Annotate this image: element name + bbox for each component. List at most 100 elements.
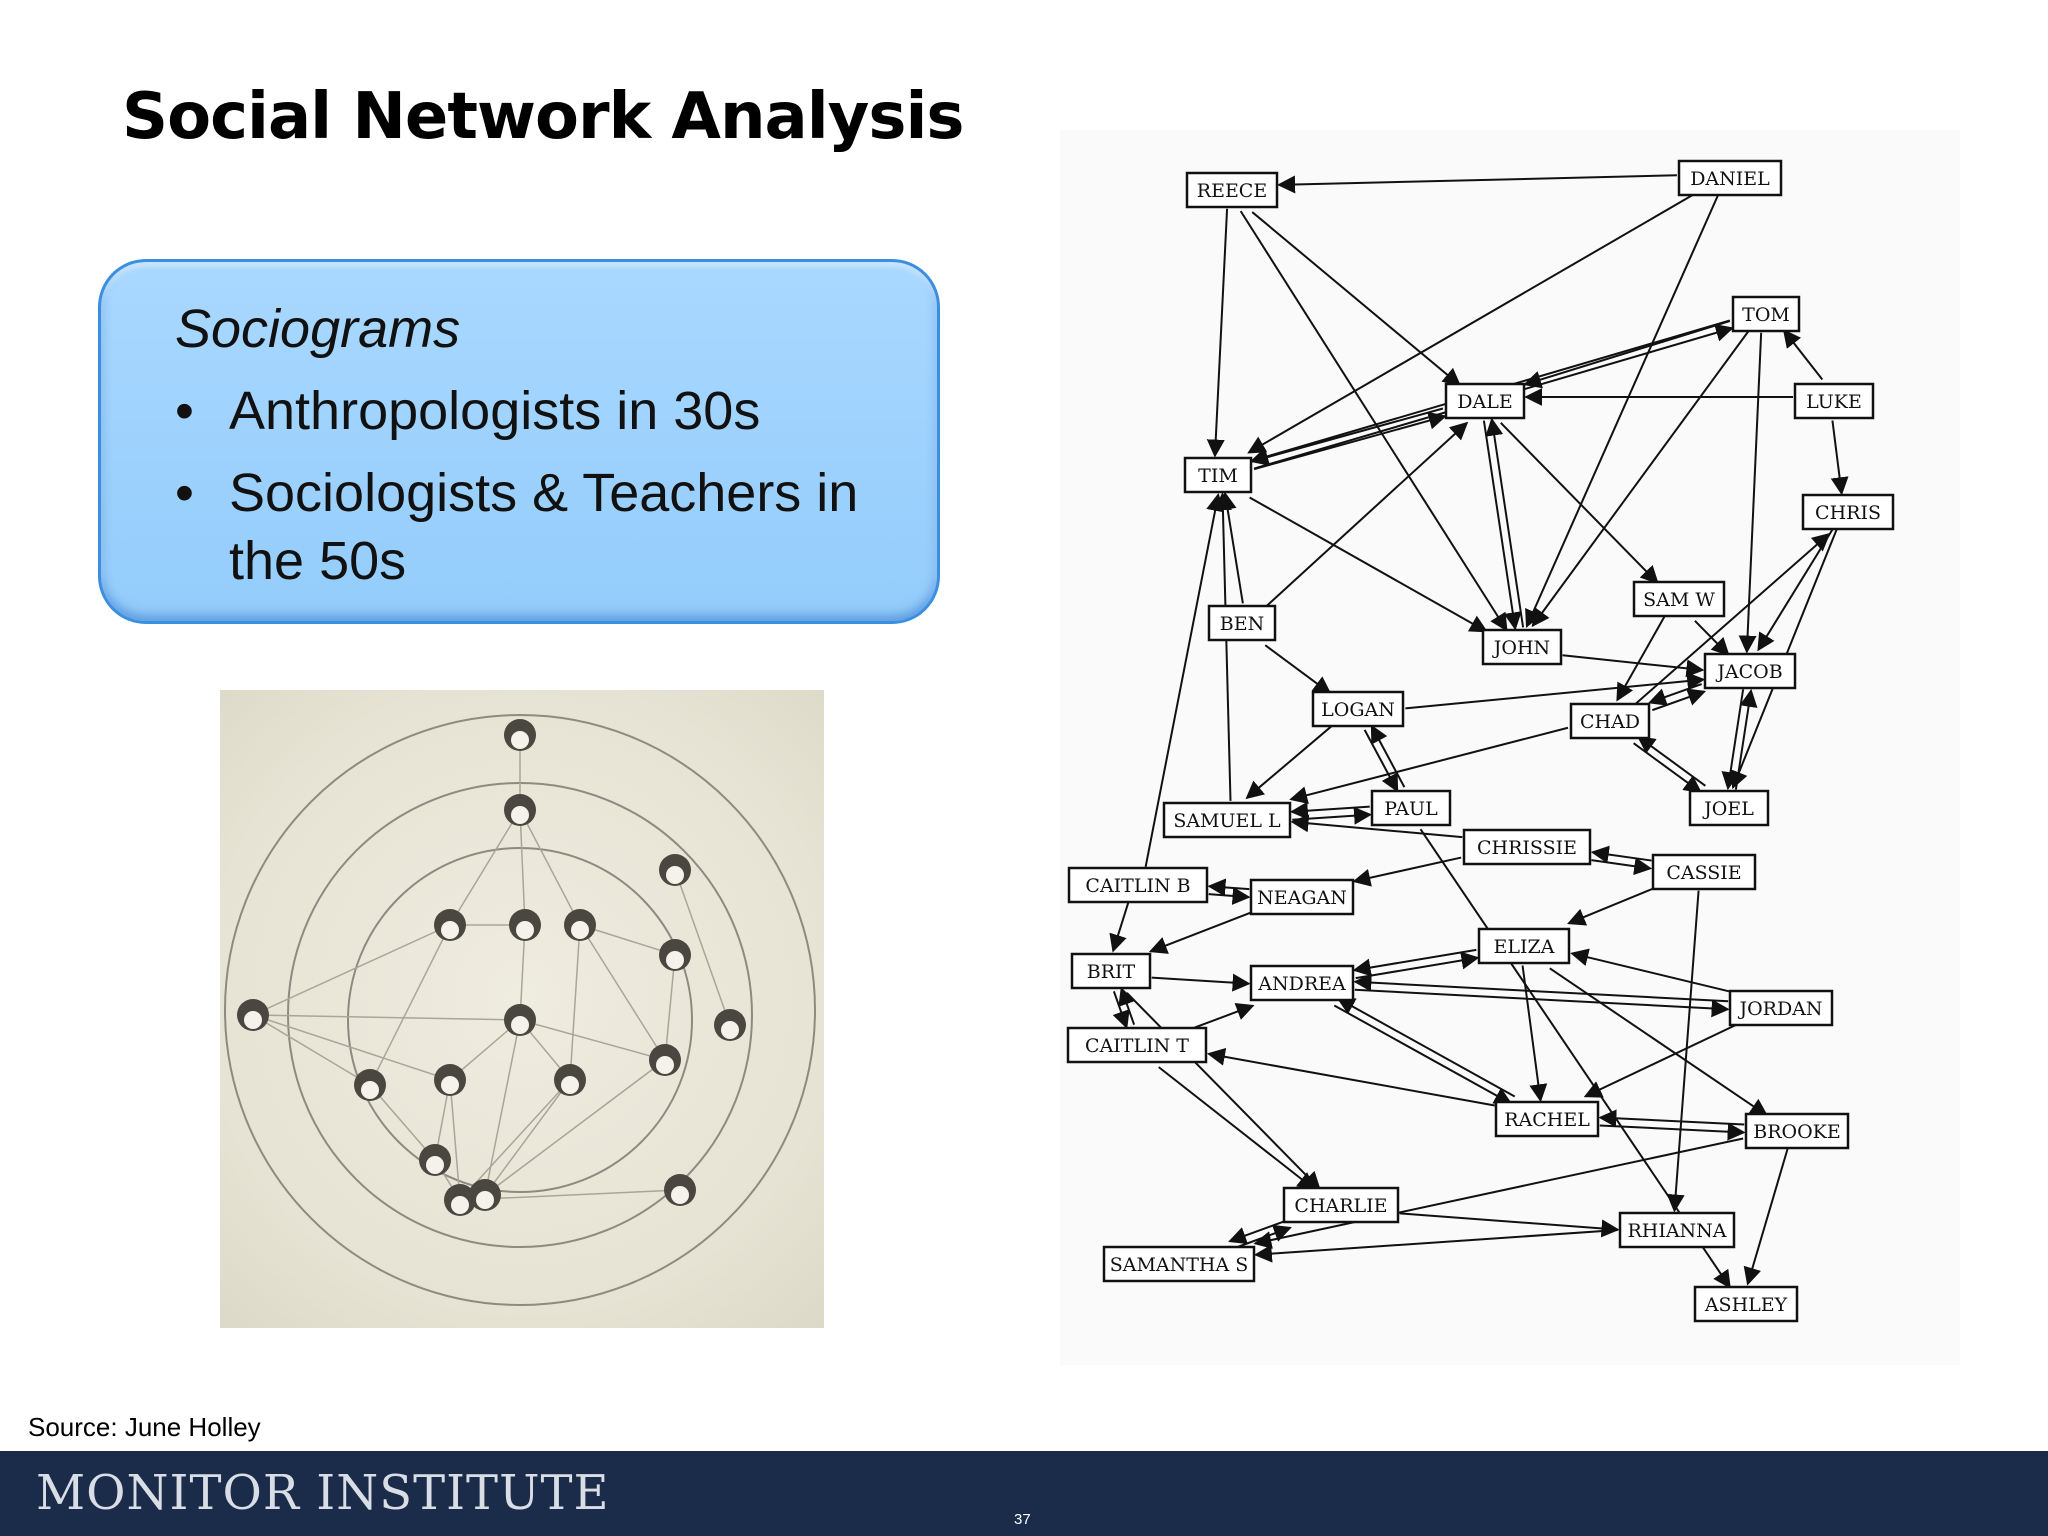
node-box: [1102, 1245, 1256, 1283]
edge-joel-to-chad: [1636, 735, 1706, 787]
edge-joel-to-jacob: [1734, 688, 1758, 790]
node-label: DANIEL: [1690, 168, 1770, 190]
node-label: CHRISSIE: [1477, 837, 1577, 859]
node-box: [1793, 382, 1875, 420]
node-sam-w: SAM W: [1632, 580, 1726, 618]
slide-title: Social Network Analysis: [122, 80, 964, 154]
node-ashley: ASHLEY: [1693, 1285, 1799, 1323]
node-box: [1477, 927, 1571, 965]
node-box: [1703, 652, 1797, 690]
edge-cassie-to-rhianna: [1666, 890, 1700, 1213]
node-box: [1249, 878, 1355, 916]
node-box: [1070, 952, 1152, 990]
node-samuel-l: SAMUEL L: [1162, 801, 1292, 839]
node-box: [1731, 295, 1801, 333]
node-label: CHAD: [1580, 711, 1640, 733]
node-box: [1688, 789, 1770, 827]
node-label: JORDAN: [1737, 998, 1822, 1020]
edge-ben-to-logan: [1264, 644, 1332, 695]
node-label: DALE: [1457, 391, 1512, 413]
edge-jordan-to-andrea: [1353, 973, 1729, 1003]
edge-daniel-to-reece: [1277, 174, 1677, 194]
node-label: SAMUEL L: [1173, 810, 1281, 832]
node-label: JACOB: [1715, 661, 1782, 683]
node-caitlin-t: CAITLIN T: [1066, 1026, 1208, 1064]
node-label: BROOKE: [1753, 1121, 1841, 1143]
edge-luke-to-chris: [1830, 420, 1849, 496]
bullet-list: Anthropologists in 30s Sociologists & Te…: [175, 377, 935, 609]
edge-andrea-to-jordan: [1354, 988, 1730, 1018]
node-ben: BEN: [1207, 604, 1277, 642]
node-charlie: CHARLIE: [1282, 1186, 1400, 1224]
edge-caitlin-b-to-brit: [1109, 902, 1130, 953]
edge-samuel-l-to-paul: [1292, 806, 1373, 825]
edge-jacob-to-chad: [1647, 683, 1702, 706]
edge-paul-to-ashley: [1419, 828, 1731, 1289]
node-box: [1066, 1026, 1208, 1064]
edge-caitlin-t-to-charlie: [1158, 1066, 1316, 1191]
edge-tom-to-dale: [1523, 320, 1731, 389]
node-label: CHARLIE: [1294, 1195, 1387, 1217]
edge-rachel-to-caitlin-t: [1206, 1047, 1495, 1107]
edge-logan-to-jacob: [1405, 672, 1706, 710]
callout-heading: Sociograms: [175, 299, 461, 359]
edge-jordan-to-rachel: [1583, 1022, 1740, 1098]
edge-jordan-to-eliza: [1570, 948, 1730, 993]
edge-logan-to-samuel-l: [1245, 724, 1334, 800]
node-label: SAM W: [1643, 589, 1715, 611]
node-box: [1311, 690, 1405, 728]
node-box: [1569, 702, 1651, 740]
edge-samuel-l-to-tim: [1213, 492, 1232, 801]
edge-chad-to-samuel-l: [1289, 726, 1569, 804]
node-label: RHIANNA: [1627, 1220, 1726, 1242]
node-box: [1744, 1112, 1850, 1150]
edge-rachel-to-brooke: [1599, 1122, 1746, 1141]
node-box: [1185, 171, 1279, 209]
node-samantha-s: SAMANTHA S: [1102, 1245, 1256, 1283]
edge-rhianna-to-samantha-s: [1253, 1229, 1618, 1263]
edge-paul-to-logan: [1370, 724, 1406, 788]
edge-caitlin-t-to-brit: [1118, 986, 1136, 1026]
node-box: [1249, 964, 1355, 1002]
edge-cassie-to-eliza: [1567, 886, 1657, 926]
node-jordan: JORDAN: [1728, 989, 1834, 1027]
edge-john-to-jacob: [1562, 654, 1705, 678]
bullet-item: Anthropologists in 30s: [175, 377, 935, 445]
edge-dale-to-john: [1482, 420, 1522, 631]
node-label: CHRIS: [1815, 502, 1881, 524]
edge-daniel-to-john: [1525, 194, 1719, 629]
sociogram-drawing: [224, 714, 816, 1306]
node-label: SAMANTHA S: [1110, 1254, 1249, 1276]
bullet-item: Sociologists & Teachers in the 50s: [175, 459, 935, 595]
node-label: BEN: [1220, 613, 1264, 635]
node-label: REECE: [1197, 180, 1267, 202]
edge-eliza-to-rachel: [1521, 965, 1548, 1103]
node-neagan: NEAGAN: [1249, 878, 1355, 916]
edge-brit-to-charlie: [1126, 992, 1321, 1191]
node-joel: JOEL: [1688, 789, 1770, 827]
sociograms-callout: Sociograms Anthropologists in 30s Sociol…: [98, 259, 940, 624]
node-eliza: ELIZA: [1477, 927, 1571, 965]
node-tim: TIM: [1183, 456, 1253, 494]
edge-rachel-to-andrea: [1336, 997, 1516, 1098]
edge-charlie-to-samantha-s: [1228, 1219, 1288, 1245]
edge-john-to-dale: [1485, 417, 1525, 628]
edge-brit-to-andrea: [1151, 973, 1251, 992]
node-luke: LUKE: [1793, 382, 1875, 420]
edge-eliza-to-andrea: [1352, 948, 1477, 977]
node-rachel: RACHEL: [1494, 1100, 1600, 1138]
node-chrissie: CHRISSIE: [1462, 828, 1592, 866]
node-label: ANDREA: [1257, 973, 1346, 995]
node-box: [1618, 1211, 1736, 1249]
node-box: [1282, 1186, 1400, 1224]
edge-luke-to-tom: [1782, 329, 1824, 381]
node-box: [1693, 1285, 1799, 1323]
edge-brit-to-caitlin-t: [1112, 990, 1130, 1030]
node-label: ASHLEY: [1704, 1294, 1788, 1316]
node-label: ELIZA: [1494, 936, 1555, 958]
node-box: [1370, 789, 1452, 827]
node-chris: CHRIS: [1801, 493, 1895, 531]
node-brit: BRIT: [1070, 952, 1152, 990]
edge-reece-to-tim: [1206, 208, 1229, 458]
